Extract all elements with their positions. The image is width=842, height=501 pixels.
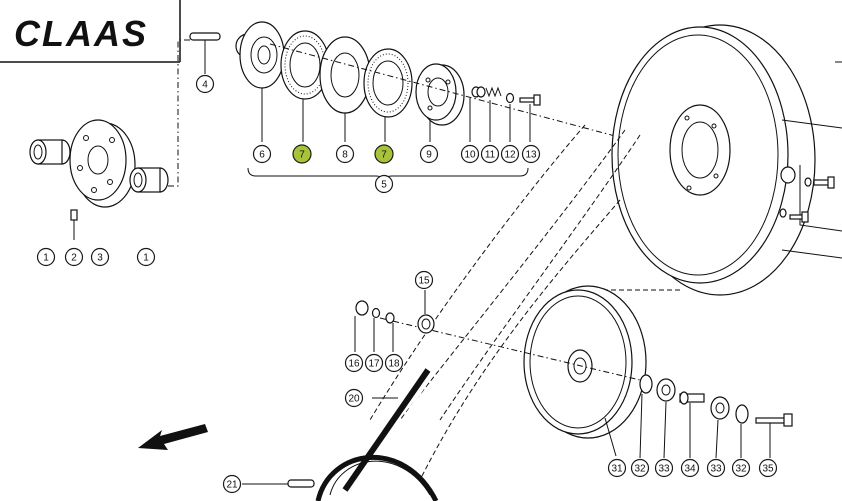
axis-line-left bbox=[168, 39, 198, 187]
direction-arrow-icon bbox=[138, 424, 208, 450]
svg-text:7: 7 bbox=[299, 150, 305, 161]
svg-text:32: 32 bbox=[735, 464, 747, 475]
svg-text:2: 2 bbox=[71, 253, 77, 264]
part-34-shaft bbox=[679, 391, 705, 458]
callout-32-left[interactable]: 32 bbox=[630, 458, 650, 478]
callout-5[interactable]: 5 bbox=[374, 174, 394, 194]
svg-text:1: 1 bbox=[43, 253, 49, 264]
callout-34[interactable]: 34 bbox=[680, 458, 700, 478]
svg-text:33: 33 bbox=[710, 464, 722, 475]
callout-3[interactable]: 3 bbox=[90, 247, 110, 267]
callout-1-left[interactable]: 1 bbox=[36, 247, 56, 267]
part-7-friction-disc-right bbox=[363, 48, 413, 142]
part-2-grease-nipple bbox=[70, 209, 78, 240]
callout-31[interactable]: 31 bbox=[607, 458, 627, 478]
callout-6[interactable]: 6 bbox=[252, 144, 272, 164]
frame-edge bbox=[781, 119, 842, 259]
part-6-hub-flange bbox=[235, 21, 285, 142]
small-pulley bbox=[523, 285, 647, 439]
part-21-pin bbox=[242, 479, 315, 488]
callout-15[interactable]: 15 bbox=[414, 270, 434, 290]
part-4-pin bbox=[189, 32, 221, 74]
callout-10[interactable]: 10 bbox=[460, 144, 480, 164]
belt-upper-right bbox=[439, 134, 641, 421]
part-13-bolt bbox=[519, 94, 541, 142]
part-1-bushing-right bbox=[129, 167, 169, 193]
callout-11[interactable]: 11 bbox=[480, 144, 500, 164]
svg-text:35: 35 bbox=[762, 464, 774, 475]
callout-20[interactable]: 20 bbox=[344, 388, 364, 408]
callout-32-right[interactable]: 32 bbox=[731, 458, 751, 478]
part-18-spring-washer bbox=[385, 312, 395, 352]
part-9-pressure-housing bbox=[415, 63, 465, 142]
leader-31 bbox=[604, 417, 617, 457]
large-pulley bbox=[611, 24, 816, 296]
svg-text:8: 8 bbox=[342, 150, 348, 161]
callout-17[interactable]: 17 bbox=[364, 353, 384, 373]
callout-8[interactable]: 8 bbox=[335, 144, 355, 164]
callout-33-left[interactable]: 33 bbox=[654, 458, 674, 478]
svg-text:16: 16 bbox=[348, 359, 360, 370]
belt-upper-left bbox=[399, 129, 626, 421]
belt-outer bbox=[369, 124, 586, 421]
part-35-bolt bbox=[755, 413, 793, 458]
callout-16[interactable]: 16 bbox=[344, 353, 364, 373]
svg-text:32: 32 bbox=[634, 464, 646, 475]
claas-logo: CLAAS bbox=[14, 13, 148, 54]
svg-text:13: 13 bbox=[525, 150, 537, 161]
callout-7-right[interactable]: 7 bbox=[374, 144, 394, 164]
svg-text:31: 31 bbox=[611, 464, 623, 475]
part-11-spring bbox=[485, 86, 502, 142]
svg-text:7: 7 bbox=[381, 150, 387, 161]
svg-text:20: 20 bbox=[348, 394, 360, 405]
svg-text:9: 9 bbox=[426, 150, 432, 161]
part-1-bushing-left bbox=[29, 139, 71, 165]
svg-text:10: 10 bbox=[464, 150, 476, 161]
part-20-belt bbox=[315, 368, 439, 501]
right-hardware bbox=[779, 166, 835, 223]
svg-text:6: 6 bbox=[259, 150, 265, 161]
callout-18[interactable]: 18 bbox=[384, 353, 404, 373]
part-16-nut bbox=[354, 300, 369, 352]
part-3-flange bbox=[69, 119, 136, 208]
svg-text:18: 18 bbox=[388, 359, 400, 370]
svg-text:3: 3 bbox=[97, 253, 103, 264]
svg-text:11: 11 bbox=[485, 150, 496, 161]
part-32-circlip-right bbox=[735, 404, 749, 458]
svg-text:5: 5 bbox=[381, 180, 387, 191]
svg-text:34: 34 bbox=[684, 464, 696, 475]
part-8-plate bbox=[319, 36, 371, 142]
callout-35[interactable]: 35 bbox=[758, 458, 778, 478]
part-17-washer bbox=[371, 307, 381, 352]
svg-text:33: 33 bbox=[658, 464, 670, 475]
svg-text:21: 21 bbox=[226, 480, 238, 491]
part-10-nut bbox=[469, 86, 486, 142]
part-15-bearing bbox=[417, 290, 435, 334]
svg-text:12: 12 bbox=[504, 150, 516, 161]
callout-7-left[interactable]: 7 bbox=[292, 144, 312, 164]
part-32-circlip-left bbox=[639, 374, 653, 459]
callout-9[interactable]: 9 bbox=[419, 144, 439, 164]
callout-21[interactable]: 21 bbox=[222, 474, 242, 494]
callout-2[interactable]: 2 bbox=[64, 247, 84, 267]
part-33-bearing-left bbox=[656, 378, 676, 459]
part-12-washer bbox=[505, 92, 515, 142]
part-33-bearing-right bbox=[710, 396, 730, 459]
callout-12[interactable]: 12 bbox=[500, 144, 520, 164]
callout-4[interactable]: 4 bbox=[195, 74, 215, 94]
svg-text:1: 1 bbox=[143, 253, 149, 264]
callout-1-right[interactable]: 1 bbox=[136, 247, 156, 267]
svg-text:4: 4 bbox=[202, 80, 208, 91]
svg-text:17: 17 bbox=[368, 359, 380, 370]
svg-text:15: 15 bbox=[418, 276, 430, 287]
callout-33-right[interactable]: 33 bbox=[706, 458, 726, 478]
callout-13[interactable]: 13 bbox=[521, 144, 541, 164]
